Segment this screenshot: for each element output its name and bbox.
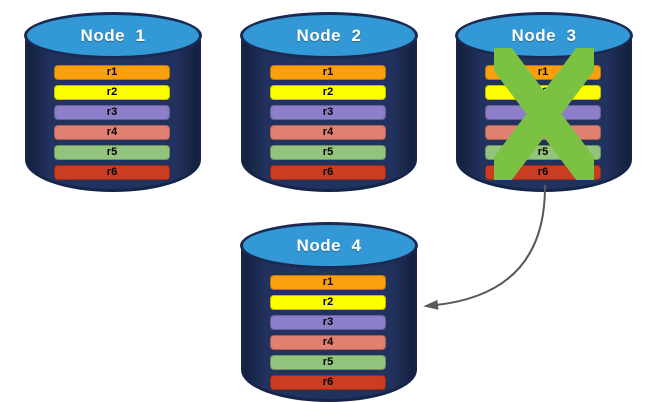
record-label: r3 [322, 316, 334, 328]
node-3-record-r6: r6 [485, 165, 601, 180]
record-label: r4 [322, 336, 334, 348]
record-label: r3 [537, 106, 549, 118]
record-label: r6 [537, 166, 549, 178]
node-1-record-r4: r4 [54, 125, 170, 140]
node-4: r1 r2 r3 r4 r5 r6 Node 4 [240, 222, 418, 402]
record-label: r3 [322, 106, 334, 118]
record-label: r6 [106, 166, 118, 178]
record-label: r4 [106, 126, 118, 138]
node-1-record-r3: r3 [54, 105, 170, 120]
node-2-label: Node 2 [296, 25, 362, 45]
node-1-record-r1: r1 [54, 65, 170, 80]
node-4-record-r4: r4 [270, 335, 386, 350]
node-1-records: r1 r2 r3 r4 r5 r6 [54, 65, 170, 185]
record-label: r2 [322, 86, 334, 98]
record-label: r4 [537, 126, 549, 138]
node-2-records: r1 r2 r3 r4 r5 r6 [270, 65, 386, 185]
record-label: r5 [322, 146, 334, 158]
node-4-label: Node 4 [296, 235, 362, 255]
node-2-record-r5: r5 [270, 145, 386, 160]
node-3-label: Node 3 [511, 25, 577, 45]
record-label: r1 [322, 276, 334, 288]
node-2-record-r2: r2 [270, 85, 386, 100]
record-label: r6 [322, 166, 334, 178]
node-4-record-r6: r6 [270, 375, 386, 390]
node-2-record-r1: r1 [270, 65, 386, 80]
node-3: r1 r2 r3 r4 r5 r6 Node 3 [455, 12, 633, 192]
node-4-record-r3: r3 [270, 315, 386, 330]
node-3-cylinder-top: Node 3 [455, 12, 633, 59]
node-2-cylinder-top: Node 2 [240, 12, 418, 59]
record-label: r3 [106, 106, 118, 118]
record-label: r5 [537, 146, 549, 158]
record-label: r4 [322, 126, 334, 138]
node-3-record-r5: r5 [485, 145, 601, 160]
record-label: r1 [322, 66, 334, 78]
node-3-record-r4: r4 [485, 125, 601, 140]
record-label: r2 [322, 296, 334, 308]
node-1-record-r2: r2 [54, 85, 170, 100]
node-1-record-r6: r6 [54, 165, 170, 180]
node-1-record-r5: r5 [54, 145, 170, 160]
record-label: r2 [106, 86, 118, 98]
node-3-record-r2: r2 [485, 85, 601, 100]
record-label: r2 [537, 86, 549, 98]
record-label: r5 [322, 356, 334, 368]
node-3-record-r1: r1 [485, 65, 601, 80]
node-2-record-r3: r3 [270, 105, 386, 120]
node-4-cylinder-top: Node 4 [240, 222, 418, 269]
record-label: r6 [322, 376, 334, 388]
node-3-records: r1 r2 r3 r4 r5 r6 [485, 65, 601, 185]
node-1-label: Node 1 [80, 25, 146, 45]
node-4-record-r2: r2 [270, 295, 386, 310]
node-4-records: r1 r2 r3 r4 r5 r6 [270, 275, 386, 395]
node-4-record-r1: r1 [270, 275, 386, 290]
node-2-record-r4: r4 [270, 125, 386, 140]
node-2-record-r6: r6 [270, 165, 386, 180]
record-label: r1 [537, 66, 549, 78]
node-4-record-r5: r5 [270, 355, 386, 370]
record-label: r5 [106, 146, 118, 158]
node-2: r1 r2 r3 r4 r5 r6 Node 2 [240, 12, 418, 192]
record-label: r1 [106, 66, 118, 78]
node-3-record-r3: r3 [485, 105, 601, 120]
node-1-cylinder-top: Node 1 [24, 12, 202, 59]
node-1: r1 r2 r3 r4 r5 r6 Node 1 [24, 12, 202, 192]
